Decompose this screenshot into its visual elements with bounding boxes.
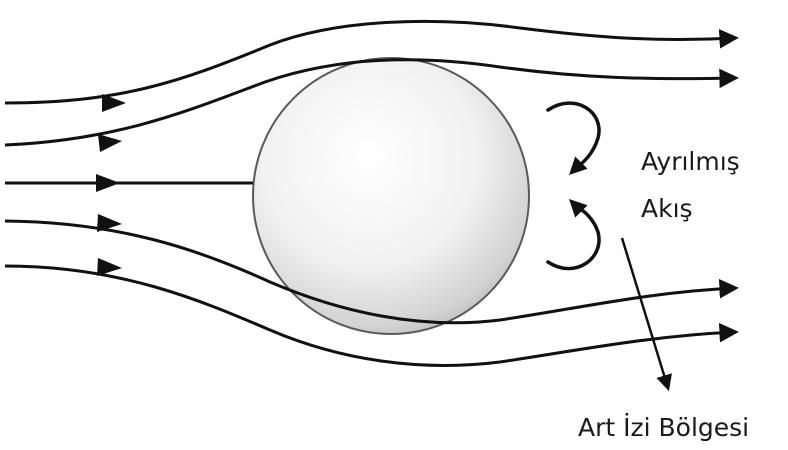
eddy-upper-icon [548, 103, 599, 170]
streamline-arrow-icon [98, 134, 122, 152]
separated-flow-label-line1: Ayrılmış [641, 147, 740, 176]
streamline-arrow-icon [102, 94, 126, 112]
eddy-lower-icon [548, 204, 599, 269]
inflow-arrowheads [96, 94, 126, 276]
wake-pointer-arrow [622, 238, 668, 388]
separated-flow-eddies [548, 103, 599, 268]
separated-flow-label-line2: Akış [641, 194, 693, 223]
wake-region-label: Art İzi Bölgesi [578, 413, 749, 442]
